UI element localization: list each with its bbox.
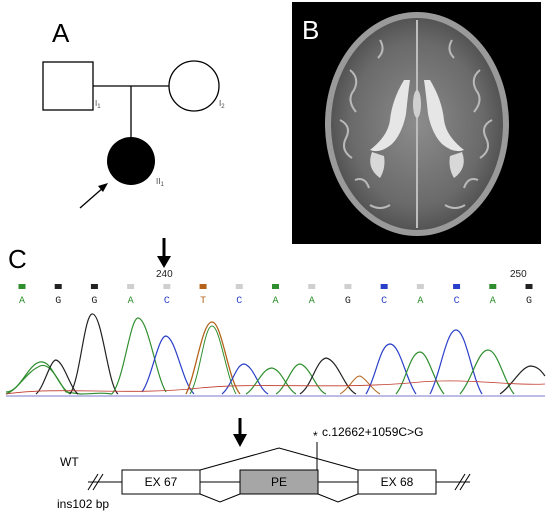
tick-250: 250 bbox=[510, 269, 527, 280]
base-call: C bbox=[381, 296, 387, 307]
trace-c-3 bbox=[365, 343, 417, 395]
trace-a-6 bbox=[395, 351, 445, 395]
base-marker bbox=[235, 284, 243, 289]
mri-brain bbox=[325, 12, 509, 236]
exon-67-label: EX 67 bbox=[145, 475, 178, 489]
base-call: A bbox=[490, 296, 496, 307]
tick-240: 240 bbox=[156, 269, 173, 280]
proband-circle bbox=[107, 137, 155, 185]
base-call: C bbox=[164, 296, 170, 307]
panel-label-a: A bbox=[52, 18, 70, 48]
trace-a-5 bbox=[275, 363, 327, 395]
base-marker bbox=[127, 284, 135, 289]
trace-g-4 bbox=[499, 365, 546, 395]
trace-g-2 bbox=[69, 313, 119, 395]
proband-label: II1 bbox=[156, 177, 164, 188]
proband-arrow-head bbox=[98, 183, 108, 192]
base-marker bbox=[525, 284, 533, 289]
pseudo-exon bbox=[239, 469, 319, 495]
trace-g-3 bbox=[299, 357, 357, 395]
exon-68 bbox=[357, 469, 437, 495]
exon-68-label: EX 68 bbox=[381, 475, 414, 489]
base-call: A bbox=[309, 296, 315, 307]
proband-arrow-line bbox=[79, 186, 105, 209]
mutation-label: c.12662+1059C>G bbox=[322, 425, 423, 439]
base-marker bbox=[272, 284, 279, 289]
base-marker bbox=[416, 284, 424, 289]
mother-label: I2 bbox=[219, 99, 225, 110]
panel-label-b: B bbox=[302, 15, 319, 45]
trace-c-1 bbox=[141, 335, 195, 395]
mother-circle bbox=[168, 60, 220, 112]
exon-67 bbox=[121, 469, 201, 495]
trace-noise bbox=[5, 380, 546, 395]
base-call: C bbox=[454, 296, 460, 307]
break-right-1 bbox=[454, 473, 466, 491]
base-call: A bbox=[417, 296, 423, 307]
base-marker bbox=[18, 284, 26, 289]
base-call: G bbox=[55, 296, 61, 307]
father-label: I1 bbox=[95, 99, 101, 110]
splice-ins-right bbox=[317, 493, 359, 503]
base-call: A bbox=[19, 296, 25, 307]
base-call: G bbox=[91, 296, 97, 307]
trace-a-2 bbox=[5, 361, 71, 395]
base-marker bbox=[199, 284, 207, 289]
base-marker bbox=[489, 284, 497, 289]
base-call: A bbox=[272, 296, 278, 307]
base-marker bbox=[453, 284, 461, 289]
trace-t-1-shadow bbox=[189, 325, 237, 395]
base-call: T bbox=[200, 296, 206, 307]
base-marker bbox=[344, 284, 352, 289]
trace-c-4 bbox=[429, 329, 483, 395]
trace-g-1 bbox=[35, 359, 79, 395]
break-left-2 bbox=[92, 473, 104, 491]
trace-t-1 bbox=[185, 321, 241, 395]
base-call: C bbox=[236, 296, 242, 307]
trace-t-2 bbox=[339, 375, 381, 395]
trace-a-3 bbox=[111, 317, 167, 395]
base-marker bbox=[54, 284, 62, 289]
splice-ins-left bbox=[199, 493, 241, 503]
base-call: G bbox=[345, 296, 351, 307]
trace-a-4 bbox=[245, 367, 297, 395]
base-marker bbox=[163, 284, 171, 289]
father-square bbox=[42, 61, 94, 111]
wt-label: WT bbox=[60, 455, 79, 469]
base-call: A bbox=[128, 296, 134, 307]
pseudo-exon-label: PE bbox=[271, 475, 287, 489]
base-call: G bbox=[526, 296, 532, 307]
base-marker bbox=[90, 284, 98, 289]
splice-wt bbox=[199, 447, 359, 471]
break-right-2 bbox=[459, 473, 471, 491]
asterisk: * bbox=[313, 429, 318, 443]
trace-a-7 bbox=[459, 349, 515, 395]
exon-arrow-head bbox=[233, 434, 247, 447]
ins-label: ins102 bp bbox=[57, 497, 109, 511]
break-left-1 bbox=[87, 473, 99, 491]
base-marker bbox=[308, 284, 316, 289]
panel-label-c: C bbox=[8, 244, 27, 274]
base-marker bbox=[380, 284, 388, 289]
variant-arrow-head bbox=[157, 256, 171, 268]
